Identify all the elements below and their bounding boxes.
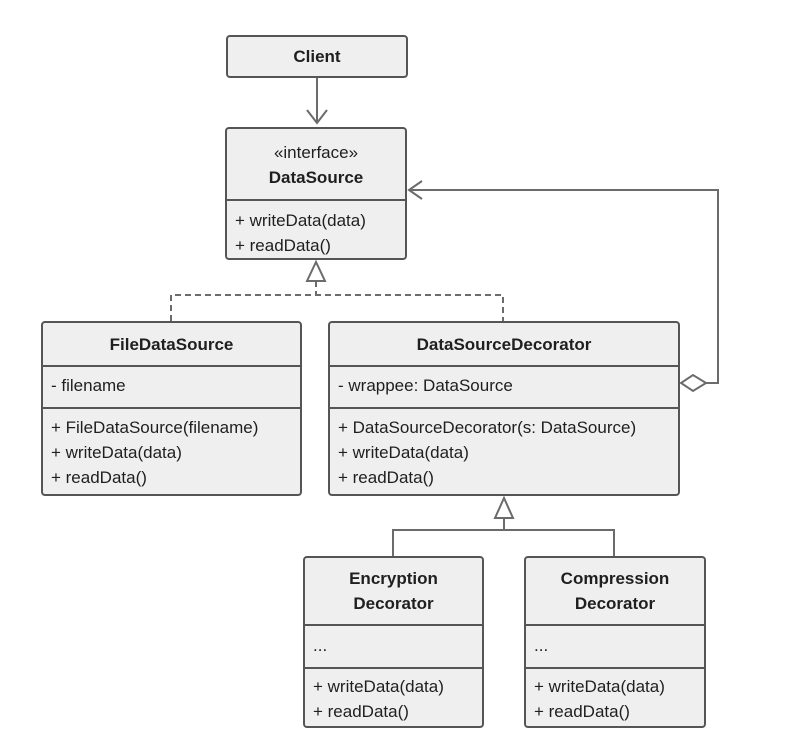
method-row: + DataSourceDecorator(s: DataSource)	[338, 418, 637, 437]
generalization-branch-line	[392, 529, 615, 556]
decorator-fields: - wrappee: DataSource	[330, 365, 678, 407]
encryption-fields: ...	[305, 624, 482, 667]
method-row: + FileDataSource(filename)	[51, 418, 259, 437]
decorator-class-name: DataSourceDecorator	[416, 334, 592, 354]
realization-branch-line	[170, 294, 504, 321]
encryption-class-name-line: Decorator	[353, 594, 434, 613]
datasource-name-compartment: «interface» DataSource	[227, 129, 405, 199]
field-row: - filename	[51, 376, 126, 395]
aggregation-diamond	[679, 373, 708, 393]
method-row: + writeData(data)	[235, 211, 366, 230]
method-row: + readData()	[235, 236, 331, 255]
method-row: + readData()	[338, 468, 434, 487]
client-class: Client	[226, 35, 408, 78]
decorator-name-compartment: DataSourceDecorator	[330, 323, 678, 365]
method-row: + writeData(data)	[313, 677, 444, 696]
aggregation-line	[409, 189, 719, 384]
compression-class-name-line: Compression	[560, 569, 670, 588]
encryption-methods: + writeData(data) + readData()	[305, 667, 482, 726]
filedatasource-name-compartment: FileDataSource	[43, 323, 300, 365]
encryption-class-name-line: Encryption	[349, 569, 438, 588]
compressiondecorator-class: Compression Decorator ... + writeData(da…	[524, 556, 706, 728]
datasource-class-name: DataSource	[268, 168, 364, 187]
method-row: + readData()	[534, 702, 630, 721]
method-row: + writeData(data)	[51, 443, 182, 462]
field-row: - wrappee: DataSource	[338, 376, 513, 395]
aggregation-arrowhead	[407, 180, 423, 200]
filedatasource-methods: + FileDataSource(filename) + writeData(d…	[43, 407, 300, 494]
compression-fields: ...	[526, 624, 704, 667]
datasource-stereotype: «interface»	[273, 143, 359, 162]
compression-name-compartment: Compression Decorator	[526, 558, 704, 624]
client-name-compartment: Client	[228, 37, 406, 76]
decorator-methods: + DataSourceDecorator(s: DataSource) + w…	[330, 407, 678, 494]
method-row: + readData()	[51, 468, 147, 487]
generalization-triangle-head	[493, 495, 515, 519]
method-row: + readData()	[313, 702, 409, 721]
encryptiondecorator-class: Encryption Decorator ... + writeData(dat…	[303, 556, 484, 728]
encryption-name-compartment: Encryption Decorator	[305, 558, 482, 624]
compression-methods: + writeData(data) + readData()	[526, 667, 704, 726]
client-to-datasource-arrowhead	[306, 109, 328, 125]
datasourcedecorator-class: DataSourceDecorator - wrappee: DataSourc…	[328, 321, 680, 496]
realization-triangle-head	[305, 259, 327, 282]
datasource-interface: «interface» DataSource + writeData(data)…	[225, 127, 407, 260]
filedatasource-fields: - filename	[43, 365, 300, 407]
compression-class-name-line: Decorator	[574, 594, 656, 613]
client-class-name: Client	[293, 47, 341, 66]
datasource-methods: + writeData(data) + readData()	[227, 199, 405, 258]
field-row: ...	[313, 636, 328, 655]
method-row: + writeData(data)	[338, 443, 469, 462]
method-row: + writeData(data)	[534, 677, 665, 696]
filedatasource-class-name: FileDataSource	[109, 334, 234, 354]
filedatasource-class: FileDataSource - filename + FileDataSour…	[41, 321, 302, 496]
field-row: ...	[534, 636, 549, 655]
